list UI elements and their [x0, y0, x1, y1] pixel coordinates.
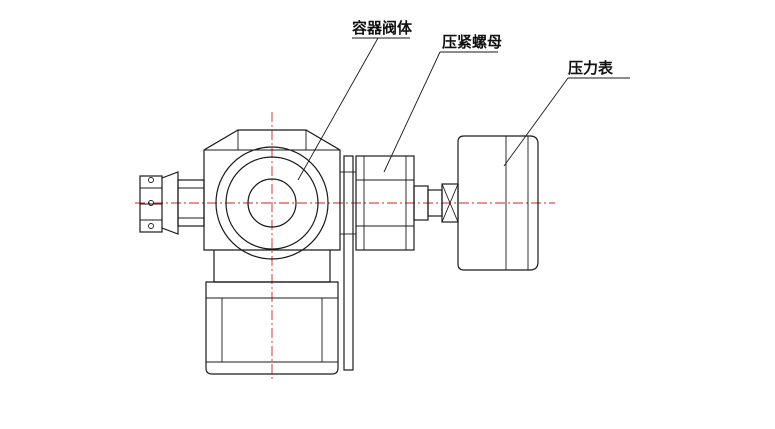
pressure-gauge — [457, 135, 539, 271]
centerlines — [135, 112, 555, 382]
gauge-leader — [503, 77, 569, 167]
valve-body-leader — [297, 37, 379, 181]
valve-body-label: 容器阀体 — [352, 19, 413, 37]
valve-body — [203, 129, 356, 260]
mounting-plate — [343, 155, 354, 371]
leader-lines — [297, 37, 630, 181]
bottom-stem — [205, 250, 339, 375]
nut-leader — [383, 51, 441, 173]
gauge-label: 压力表 — [568, 59, 614, 77]
nut-label: 压紧螺母 — [442, 33, 503, 51]
